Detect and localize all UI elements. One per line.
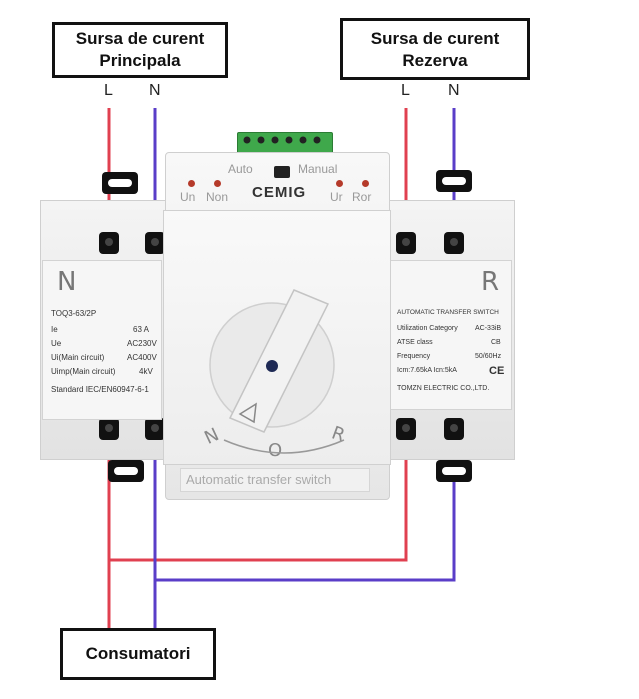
- screw-terminal-bot-4: [444, 418, 464, 440]
- left-row-0-val: 63 A: [133, 325, 150, 334]
- led-ur-label: Ur: [330, 190, 343, 204]
- led-un-label: Un: [180, 190, 196, 204]
- left-row-2-val: AC400V: [127, 353, 157, 362]
- terminal-right-l: L: [401, 82, 410, 99]
- mode-auto-label: Auto: [228, 162, 253, 176]
- main-source-line2: Principala: [99, 51, 181, 70]
- left-row-3-key: Uimp(Main circuit): [51, 367, 116, 376]
- backup-source-box: Sursa de curent Rezerva: [340, 18, 530, 80]
- left-row-1-key: Ue: [51, 339, 62, 348]
- led-ror-label: Ror: [352, 190, 372, 204]
- right-panel-letter: R: [481, 267, 500, 297]
- main-source-line1: Sursa de curent: [75, 29, 205, 48]
- terminal-right-n: N: [448, 82, 460, 99]
- mount-foot-bl: [108, 460, 144, 482]
- mount-foot-tl: [102, 172, 138, 194]
- left-row-1-val: AC230V: [127, 339, 157, 348]
- dial-pos-o: O: [268, 440, 283, 461]
- right-row-0-key: Utilization Category: [397, 325, 458, 332]
- brand-logo: CEMIG: [252, 184, 307, 201]
- led-ror-indicator: [362, 180, 369, 187]
- right-row-3-key: Icm:7.65kA Icn:5kA: [397, 367, 457, 374]
- rotary-handle[interactable]: [200, 270, 360, 470]
- left-row-3-val: 4kV: [139, 367, 153, 376]
- left-info-panel: N TOQ3-63/2P Ie 63 A Ue AC230V Ui(Main c…: [42, 260, 162, 420]
- backup-source-line1: Sursa de curent: [370, 29, 500, 48]
- left-panel-model: TOQ3-63/2P: [51, 309, 97, 318]
- screw-terminal-top-4: [444, 232, 464, 254]
- mode-manual-label: Manual: [298, 162, 338, 176]
- screw-terminal-bot-3: [396, 418, 416, 440]
- footer-label-text: Automatic transfer switch: [186, 472, 332, 487]
- right-row-0-val: AC-33iB: [475, 325, 502, 332]
- left-panel-standard: Standard IEC/EN60947-6-1: [51, 385, 149, 394]
- left-row-0-key: Ie: [51, 325, 58, 334]
- consumers-label: Consumatori: [85, 644, 191, 663]
- screw-terminal-top-2: [145, 232, 165, 254]
- mount-foot-br: [436, 460, 472, 482]
- right-row-2-val: 50/60Hz: [475, 353, 502, 360]
- left-row-2-key: Ui(Main circuit): [51, 353, 105, 362]
- screw-terminal-top-3: [396, 232, 416, 254]
- footer-label-plate: [180, 468, 370, 492]
- right-row-2-key: Frequency: [397, 353, 431, 360]
- led-non-indicator: [214, 180, 221, 187]
- screw-terminal-bot-1: [99, 418, 119, 440]
- right-row-1-val: CB: [491, 339, 501, 346]
- left-panel-letter: N: [57, 267, 77, 297]
- led-un-indicator: [188, 180, 195, 187]
- dial-arc: [223, 439, 345, 454]
- right-panel-ce-mark: CE: [489, 365, 505, 377]
- screw-terminal-bot-2: [145, 418, 165, 440]
- connector-screws: [243, 136, 321, 144]
- led-ur-indicator: [336, 180, 343, 187]
- backup-source-line2: Rezerva: [402, 51, 468, 70]
- main-source-box: Sursa de curent Principala: [52, 22, 228, 78]
- screw-terminal-top-1: [99, 232, 119, 254]
- consumers-box: Consumatori: [60, 628, 216, 680]
- right-row-1-key: ATSE class: [397, 339, 433, 346]
- led-non-label: Non: [206, 190, 229, 204]
- mount-foot-tr: [436, 170, 472, 192]
- terminal-left-n: N: [149, 82, 161, 99]
- terminal-left-l: L: [104, 82, 113, 99]
- right-panel-maker: TOMZN ELECTRIC CO.,LTD.: [397, 385, 490, 392]
- mode-selector-switch[interactable]: [274, 166, 290, 178]
- right-info-panel: R AUTOMATIC TRANSFER SWITCH Utilization …: [390, 260, 512, 410]
- right-panel-title: AUTOMATIC TRANSFER SWITCH: [397, 309, 499, 316]
